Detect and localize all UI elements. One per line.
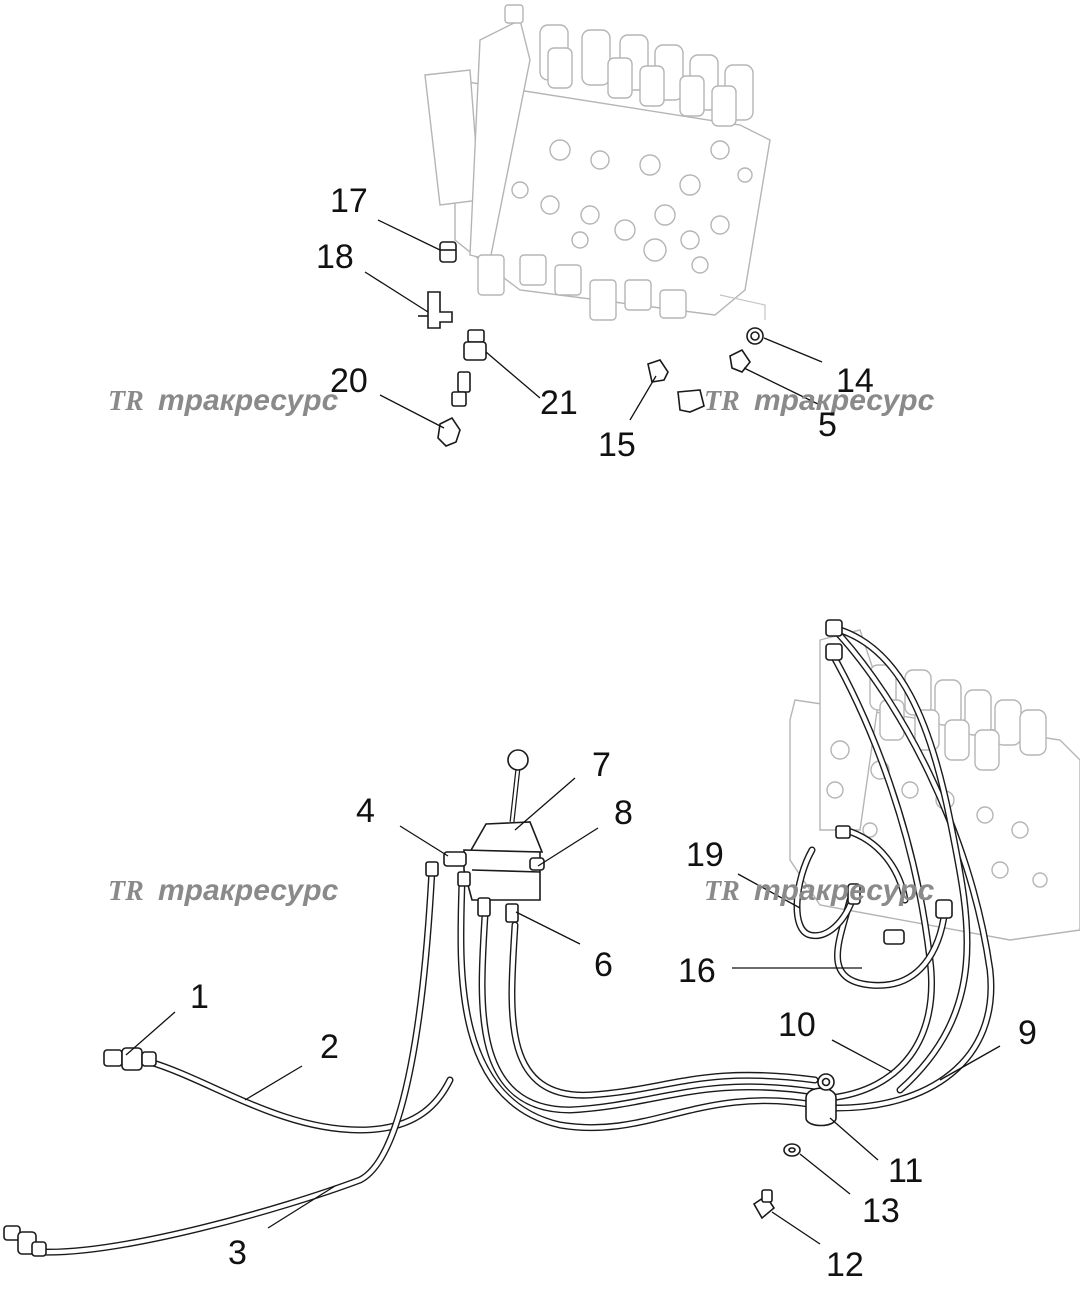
watermark-3: TR тракресурс	[108, 874, 339, 907]
callout-labels: 17 18 20 21 15 14 5 7 4 8 19 6 16 1 2 10…	[190, 182, 1037, 1284]
callout-4: 4	[356, 792, 375, 830]
callout-18: 18	[316, 238, 354, 276]
callout-17: 17	[330, 182, 368, 220]
fitting-15	[647, 359, 669, 383]
svg-text:TR: TR	[108, 386, 144, 417]
fitting-20	[437, 416, 461, 447]
fitting-14	[746, 327, 764, 345]
fitting-17	[439, 241, 457, 263]
bolt-12	[752, 1189, 776, 1220]
callout-10: 10	[778, 1006, 816, 1044]
svg-text:тракресурс: тракресурс	[754, 874, 935, 907]
callout-5: 5	[818, 406, 837, 444]
watermark-2: TR тракресурс	[704, 384, 935, 417]
callout-3: 3	[228, 1234, 247, 1272]
svg-text:TR: TR	[108, 876, 144, 907]
hose-end-3	[3, 1225, 47, 1257]
hose-side-fittings	[835, 825, 953, 945]
callout-21: 21	[540, 384, 578, 422]
washer-13	[783, 1143, 801, 1157]
callout-19: 19	[686, 836, 724, 874]
watermark-1: TR тракресурс	[108, 384, 339, 417]
callout-12: 12	[826, 1246, 864, 1284]
callout-1: 1	[190, 978, 209, 1016]
callout-6: 6	[594, 946, 613, 984]
callout-20: 20	[330, 362, 368, 400]
fitting-5	[677, 348, 751, 413]
callout-13: 13	[862, 1192, 900, 1230]
svg-text:тракресурс: тракресурс	[158, 874, 339, 907]
fitting-21	[451, 329, 487, 407]
svg-text:TR: TR	[704, 876, 740, 907]
svg-text:тракресурс: тракресурс	[158, 384, 339, 417]
callout-7: 7	[592, 746, 611, 784]
callout-8: 8	[614, 794, 633, 832]
callout-9: 9	[1018, 1014, 1037, 1052]
callout-14: 14	[836, 362, 874, 400]
clamp-11	[805, 1073, 837, 1127]
control-valve-bottom	[789, 629, 1080, 941]
callout-16: 16	[678, 952, 716, 990]
callout-11: 11	[888, 1152, 923, 1190]
svg-text:тракресурс: тракресурс	[754, 384, 935, 417]
fitting-18	[418, 291, 453, 329]
leader-lines	[125, 219, 1001, 1245]
watermark-4: TR тракресурс	[704, 874, 935, 907]
hoses	[36, 626, 995, 1256]
joystick-7	[425, 749, 545, 923]
callout-15: 15	[598, 426, 636, 464]
control-valve-top	[424, 4, 771, 321]
callout-2: 2	[320, 1028, 339, 1066]
hose-top-fittings	[825, 619, 843, 661]
svg-text:TR: TR	[704, 386, 740, 417]
